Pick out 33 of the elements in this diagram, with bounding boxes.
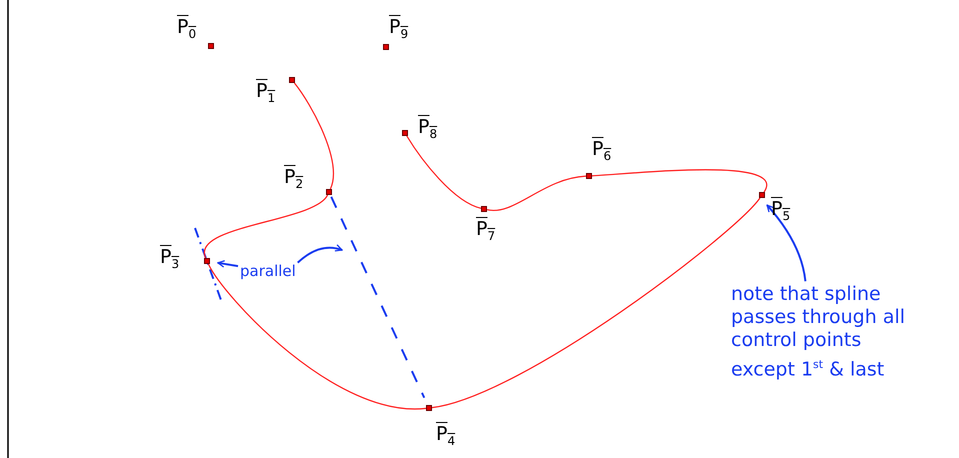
point-label: P$_{2}$ [284, 168, 304, 190]
point-label: P$_{8}$ [418, 118, 438, 140]
spline-curve [592, 169, 768, 192]
control-point-marker [208, 43, 214, 49]
point-label: P$_{9}$ [389, 18, 408, 40]
control-point-marker [326, 189, 332, 195]
annotation-text: parallel [240, 262, 296, 280]
control-point-marker [426, 405, 432, 411]
spline-curve [208, 264, 426, 409]
arrow [297, 244, 343, 264]
spline-curve [406, 136, 482, 209]
control-point-marker [289, 77, 295, 83]
point-label: P$_{1}$ [256, 82, 276, 104]
spline-curve [294, 82, 334, 190]
point-label: P$_{6}$ [592, 140, 612, 162]
control-point-marker [402, 130, 408, 136]
point-label: P$_{3}$ [160, 248, 180, 270]
annotation-note: note that spline passes through all control points except 1$^{st}$ & last [731, 283, 931, 382]
spline-curve [486, 176, 586, 211]
dashed-line [330, 196, 426, 398]
point-label: P$_{7}$ [476, 220, 496, 242]
control-point-marker [481, 206, 487, 212]
control-point-marker [586, 173, 592, 179]
control-point-marker [383, 44, 389, 50]
arrow [766, 204, 806, 282]
spline-curve [432, 198, 760, 408]
control-point-marker [759, 192, 765, 198]
point-label: P$_{4}$ [436, 425, 456, 447]
point-label: P$_{5}$ [771, 200, 790, 222]
arrow [217, 260, 238, 268]
control-point-marker [204, 258, 210, 264]
spline-curve [204, 194, 328, 258]
point-label: P$_{0}$ [177, 18, 196, 40]
